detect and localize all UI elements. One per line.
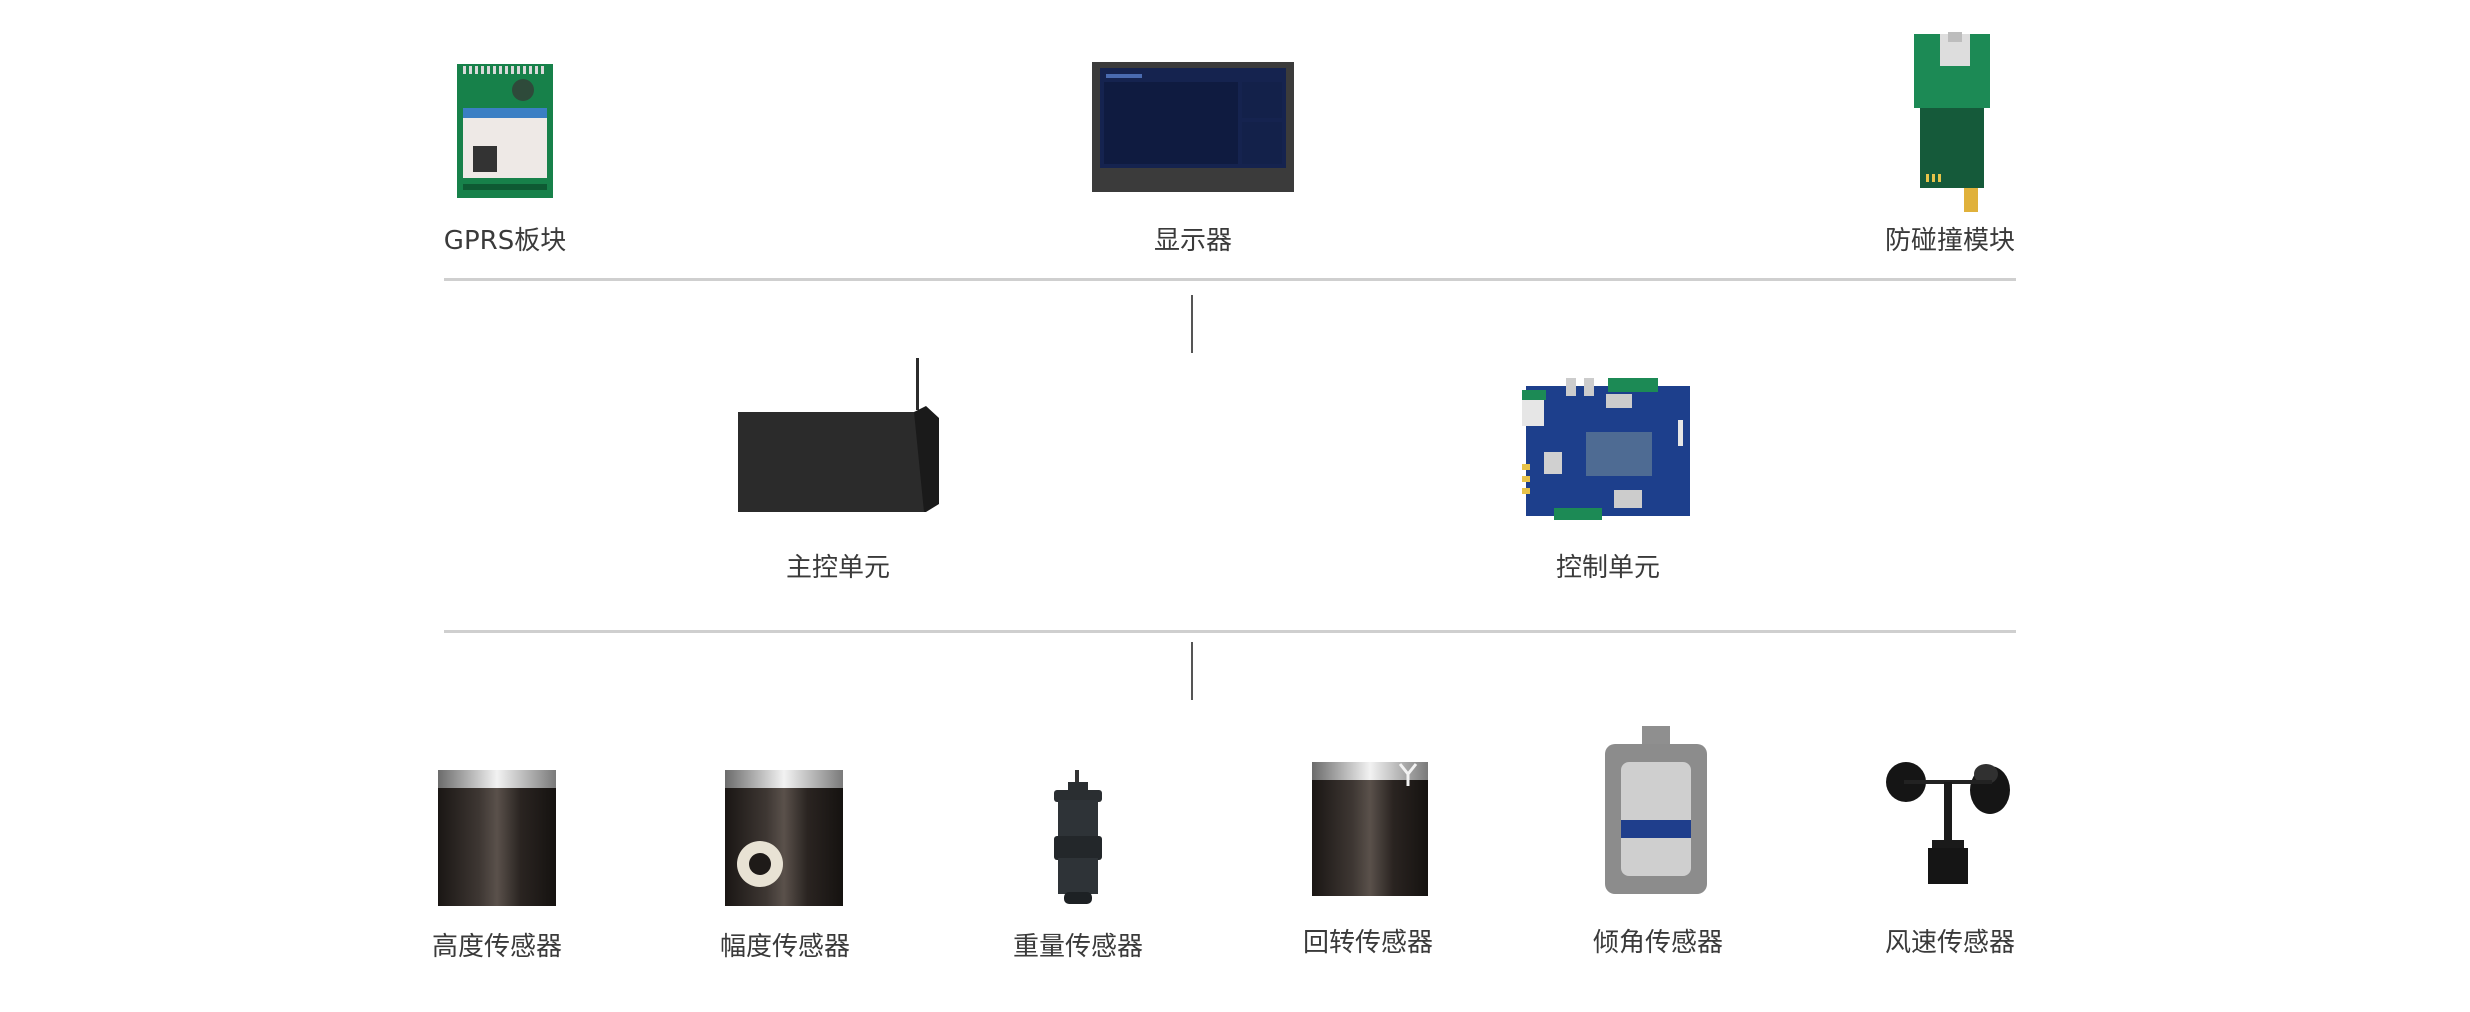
anemometer-icon (1886, 762, 2010, 884)
weight-sensor-icon (1054, 770, 1102, 904)
display-screen-icon (1092, 62, 1294, 192)
display-label: 显示器 (1153, 226, 1233, 256)
middle-connector (1191, 642, 1193, 700)
control-unit-label: 控制单元 (1555, 553, 1661, 583)
amplitude-sensor-label: 幅度传感器 (719, 932, 851, 962)
slewing-sensor-label: 回转传感器 (1302, 928, 1434, 958)
amplitude-sensor-icon (725, 770, 843, 906)
wind-speed-sensor-label: 风速传感器 (1884, 928, 2016, 958)
height-sensor-icon (438, 770, 556, 906)
main-control-unit-label: 主控单元 (785, 553, 891, 583)
weight-sensor-label: 重量传感器 (1012, 932, 1144, 962)
top-divider (444, 278, 2016, 281)
control-board-icon (1522, 378, 1690, 520)
anti-collision-module-icon (1914, 32, 1990, 212)
anti-collision-module-label: 防碰撞模块 (1884, 226, 2016, 256)
main-control-box-icon (738, 358, 939, 512)
slewing-sensor-icon (1312, 762, 1428, 896)
gprs-board-label: GPRS板块 (443, 226, 567, 256)
middle-divider (444, 630, 2016, 633)
tilt-sensor-icon (1605, 726, 1707, 894)
top-connector (1191, 295, 1193, 353)
tilt-sensor-label: 倾角传感器 (1592, 928, 1724, 958)
height-sensor-label: 高度传感器 (431, 932, 563, 962)
gprs-board-icon (457, 64, 553, 198)
